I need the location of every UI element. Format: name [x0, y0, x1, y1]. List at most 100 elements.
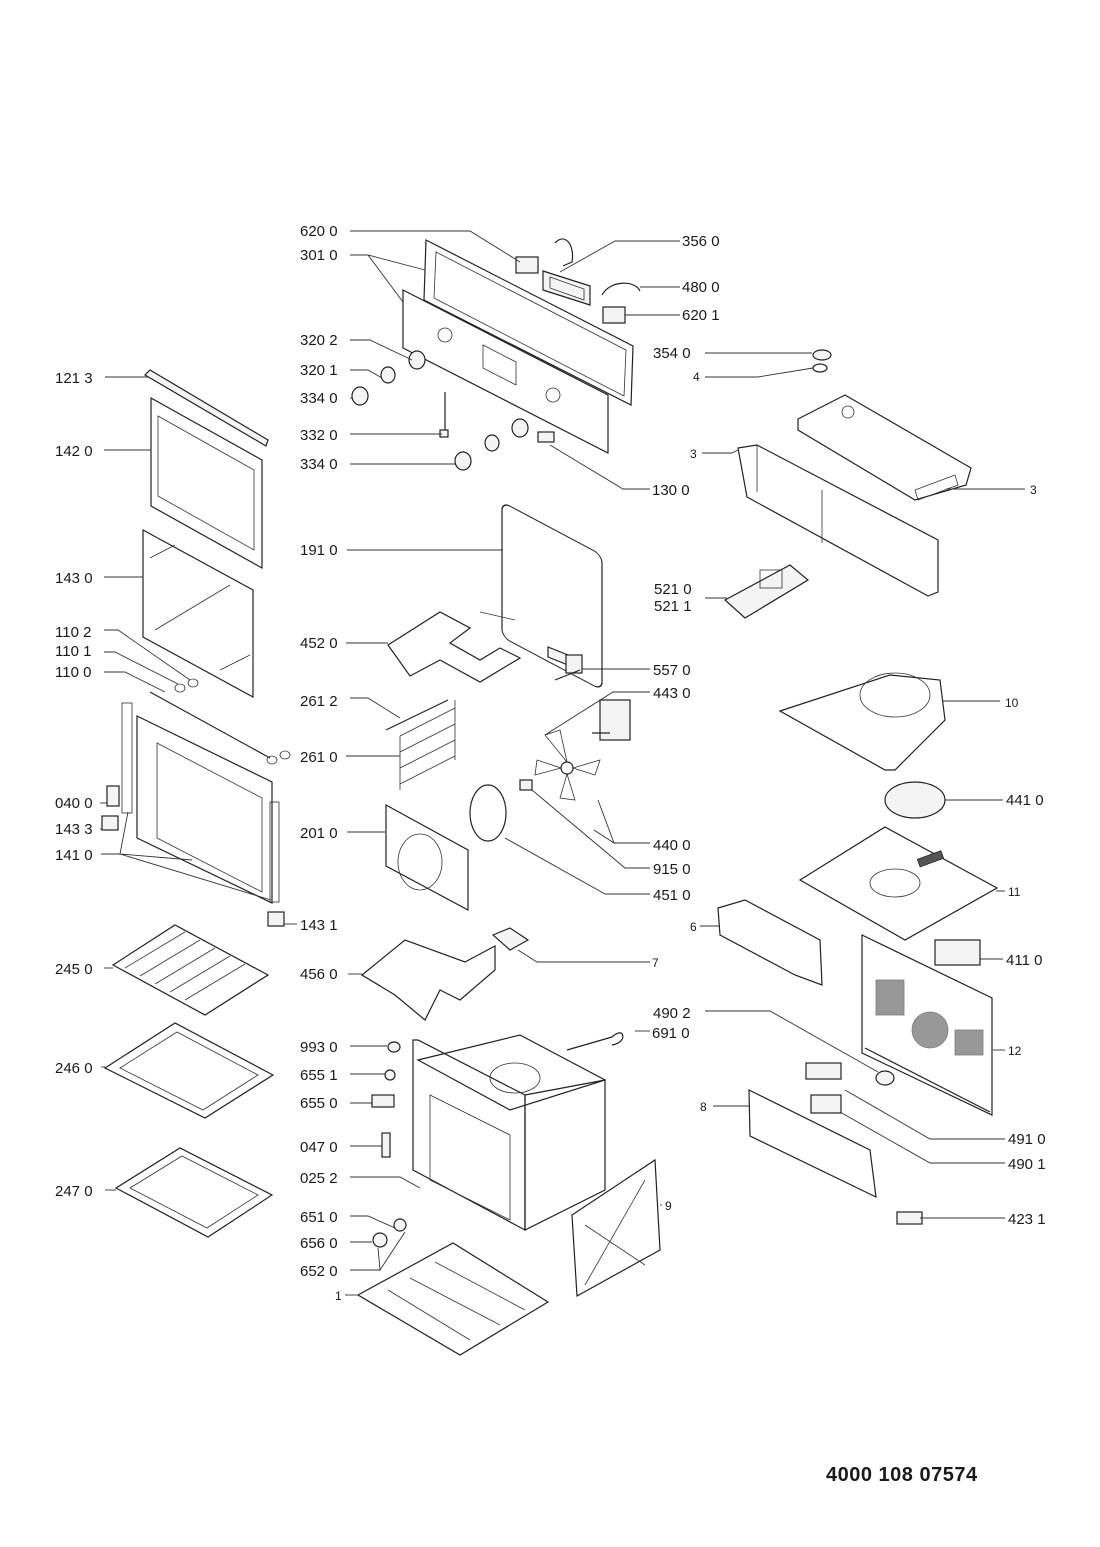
part-callout-door-seal: 191 0	[300, 542, 503, 559]
part-callout-top-plate: 11	[996, 885, 1021, 899]
switch-drawing	[515, 256, 626, 324]
part-callout-rear-bracket: 8	[700, 1100, 749, 1114]
part-number-label: 656 0	[300, 1235, 338, 1252]
leader-line	[549, 444, 650, 490]
part-number-label: 521 1	[654, 598, 692, 615]
part-number-label: 110 0	[55, 664, 91, 681]
part-number-label: 456 0	[300, 966, 338, 983]
part-number-label: 411 0	[1006, 952, 1042, 969]
leader-line	[705, 1010, 879, 1073]
rear-bracket-drawing	[748, 1089, 877, 1199]
part-number-label: 9	[665, 1199, 672, 1213]
part-callout-outer-door: 141 0	[55, 811, 272, 901]
part-callout-lamp: 651 0	[300, 1209, 396, 1229]
leader-line	[593, 799, 650, 845]
leader-line	[839, 1111, 1005, 1164]
part-callout-fan-blade: 440 0	[593, 799, 691, 854]
side-vent-drawing	[717, 899, 823, 986]
part-number-label: 443 0	[653, 685, 691, 702]
part-number-label: 246 0	[55, 1060, 93, 1077]
part-number-label: 334 0	[300, 456, 338, 473]
part-number-label: 993 0	[300, 1039, 338, 1056]
part-callout-wire-harness: 480 0	[640, 279, 720, 296]
part-callout-knob-bezel: 320 2	[300, 332, 413, 361]
part-callout-bracket: 7	[517, 949, 659, 970]
part-number-label: 110 2	[55, 624, 91, 641]
part-callout-knob: 334 0	[300, 390, 352, 407]
top-cover-drawing	[797, 394, 972, 501]
outer-door-drawing	[101, 702, 285, 927]
part-number-label: 354 0	[653, 345, 691, 362]
wire-drawing	[554, 238, 574, 267]
fan-blade-drawing	[534, 729, 601, 801]
grommet-drawing	[812, 349, 832, 361]
part-number-label: 4	[693, 370, 700, 384]
part-callout-terminal: 423 1	[920, 1211, 1046, 1228]
part-callout-nut: 915 0	[531, 789, 691, 878]
part-callout-deep-tray: 247 0	[55, 1183, 116, 1200]
part-number-label: 652 0	[300, 1263, 338, 1280]
part-callout-lamp-holder: 490 1	[839, 1111, 1046, 1173]
knob-drawings	[351, 350, 555, 471]
part-callout-wire-shelf: 245 0	[55, 961, 113, 978]
circular-element-drawing	[469, 784, 507, 842]
part-callout-door-clip: 143 1	[284, 917, 338, 934]
inner-door-glass-drawing	[150, 396, 263, 570]
leader-line	[350, 254, 426, 303]
part-callout-terminal-block: 411 0	[980, 952, 1042, 969]
part-number-label: 142 0	[55, 443, 93, 460]
part-number-label: 320 1	[300, 362, 338, 379]
part-number-label: 491 0	[1008, 1131, 1046, 1148]
part-callout-probe: 691 0	[635, 1025, 690, 1042]
part-number-label: 356 0	[682, 233, 720, 250]
part-callout-switch: 620 0	[300, 223, 521, 263]
part-callout-handle-spacer: 110 1	[55, 643, 179, 685]
grill-element-drawing	[387, 611, 522, 683]
leader-line	[705, 367, 814, 378]
part-number-label: 191 0	[300, 542, 338, 559]
part-callout-control-board: 521 0	[654, 581, 727, 599]
side-panel-drawing	[571, 1158, 661, 1297]
part-callout-circular-element: 451 0	[504, 837, 691, 904]
part-number-label: 047 0	[300, 1139, 338, 1156]
bottom-plate-drawing	[356, 1242, 550, 1356]
part-number-label: 320 2	[300, 332, 338, 349]
part-callout-middle-door-glass: 143 0	[55, 570, 143, 587]
part-callout-door-clip: 143 3	[55, 821, 102, 838]
part-number-label: 521 0	[654, 581, 692, 598]
part-number-label: 480 0	[682, 279, 720, 296]
part-number-label: 3	[1030, 483, 1037, 497]
part-callout-lamp-assembly: 652 0	[300, 1231, 406, 1280]
part-callout-top-cover: 3	[946, 483, 1037, 497]
part-number-label: 143 0	[55, 570, 93, 587]
part-number-label: 1	[335, 1289, 342, 1303]
part-callout-front-trim: 025 2	[300, 1170, 421, 1189]
part-callout-hinge-latch: 040 0	[55, 795, 107, 812]
control-board-drawing	[723, 564, 810, 619]
part-callout-knob: 334 0	[300, 456, 455, 473]
leader-line	[350, 369, 383, 379]
part-callout-shelf-support: 261 0	[300, 749, 400, 766]
part-callout-cooling-fan: 441 0	[945, 792, 1044, 809]
leader-line	[104, 671, 166, 693]
leader-line	[350, 230, 521, 263]
door-handle-drawing	[149, 678, 291, 765]
part-number-label: 451 0	[653, 887, 691, 904]
ring-drawing	[812, 363, 828, 373]
part-callout-grommet: 354 0	[653, 345, 812, 362]
leader-line	[559, 240, 680, 273]
part-number-label: 334 0	[300, 390, 338, 407]
part-number-label: 7	[652, 956, 659, 970]
part-number-label: 130 0	[652, 482, 690, 499]
door-seal-drawing	[501, 504, 603, 688]
probe-drawing	[566, 1032, 624, 1051]
leader-line	[844, 1089, 1005, 1140]
part-number-label: 11	[1008, 885, 1021, 899]
leader-line	[544, 691, 650, 736]
leader-line	[350, 339, 413, 361]
part-number-label: 620 1	[682, 307, 720, 324]
leader-line	[702, 449, 739, 454]
part-number-label: 261 2	[300, 693, 338, 710]
part-callout-bottom-element: 456 0	[300, 966, 362, 983]
